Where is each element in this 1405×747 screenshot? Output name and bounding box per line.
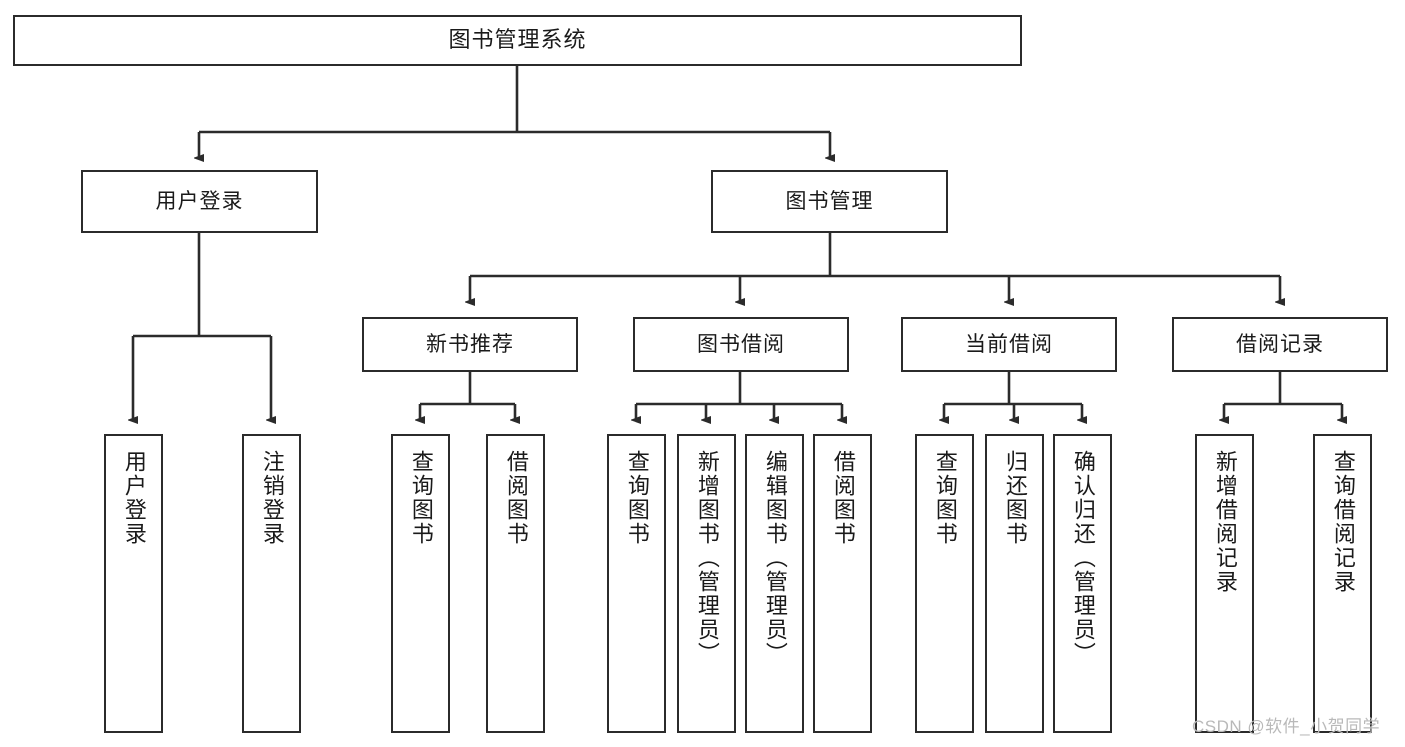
leaf-borrow-add-book-admin[interactable]: 新增图书（管理员） <box>677 434 736 733</box>
leaf-label: 用户登录 <box>121 450 147 546</box>
node-current-borrow[interactable]: 当前借阅 <box>901 317 1117 372</box>
node-root-system[interactable]: 图书管理系统 <box>13 15 1022 66</box>
leaf-borrow-query-book[interactable]: 查询图书 <box>607 434 666 733</box>
leaf-current-return-book[interactable]: 归还图书 <box>985 434 1044 733</box>
leaf-label: 查询图书 <box>624 450 650 546</box>
leaf-record-add-record[interactable]: 新增借阅记录 <box>1195 434 1254 733</box>
leaf-label: 借阅图书 <box>503 450 529 546</box>
watermark: CSDN @软件_小贺同学 <box>1192 717 1381 736</box>
leaf-label: 查询图书 <box>408 450 434 546</box>
node-label: 图书管理系统 <box>448 27 587 53</box>
leaf-current-query-book[interactable]: 查询图书 <box>915 434 974 733</box>
node-new-book-recommend[interactable]: 新书推荐 <box>362 317 578 372</box>
node-book-borrow[interactable]: 图书借阅 <box>633 317 849 372</box>
leaf-user-login-login[interactable]: 用户登录 <box>104 434 163 733</box>
leaf-label: 注销登录 <box>259 450 285 546</box>
leaf-label: 查询图书 <box>932 450 958 546</box>
leaf-borrow-edit-book-admin[interactable]: 编辑图书（管理员） <box>745 434 804 733</box>
leaf-label: 编辑图书（管理员） <box>762 450 788 666</box>
node-label: 新书推荐 <box>426 332 514 356</box>
node-label: 用户登录 <box>155 189 244 213</box>
leaf-label: 新增图书（管理员） <box>694 450 720 666</box>
leaf-record-query-record[interactable]: 查询借阅记录 <box>1313 434 1372 733</box>
leaf-label: 归还图书 <box>1002 450 1028 546</box>
leaf-label: 借阅图书 <box>830 450 856 546</box>
node-label: 图书管理 <box>785 189 874 213</box>
leaf-label: 查询借阅记录 <box>1330 450 1356 594</box>
node-user-login[interactable]: 用户登录 <box>81 170 318 233</box>
leaf-current-confirm-return-admin[interactable]: 确认归还（管理员） <box>1053 434 1112 733</box>
leaf-label: 新增借阅记录 <box>1212 450 1238 594</box>
node-book-management[interactable]: 图书管理 <box>711 170 948 233</box>
leaf-borrow-borrow-book[interactable]: 借阅图书 <box>813 434 872 733</box>
leaf-recommend-borrow-book[interactable]: 借阅图书 <box>486 434 545 733</box>
node-label: 当前借阅 <box>965 332 1053 356</box>
leaf-user-login-logout[interactable]: 注销登录 <box>242 434 301 733</box>
leaf-label: 确认归还（管理员） <box>1070 450 1096 666</box>
node-label: 图书借阅 <box>697 332 785 356</box>
node-borrow-record[interactable]: 借阅记录 <box>1172 317 1388 372</box>
node-label: 借阅记录 <box>1236 332 1324 356</box>
leaf-recommend-query-book[interactable]: 查询图书 <box>391 434 450 733</box>
